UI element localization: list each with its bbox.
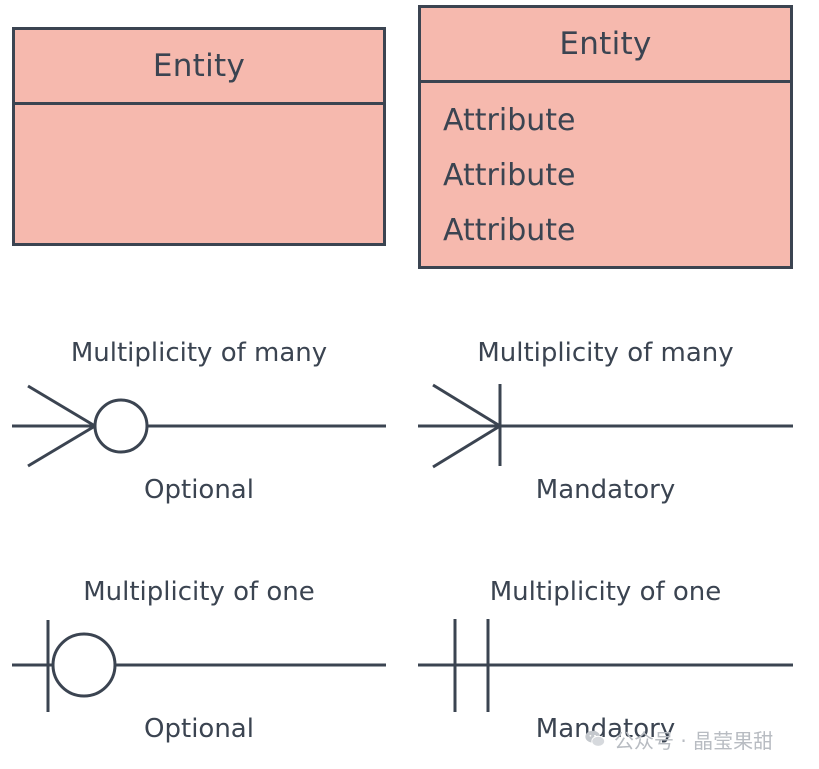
entity-title: Entity bbox=[559, 26, 652, 62]
one-optional-connector bbox=[12, 620, 386, 712]
entity-title: Entity bbox=[152, 48, 246, 84]
one-mandatory-top-label: Multiplicity of one bbox=[489, 577, 722, 607]
many-optional-bottom-label: Optional bbox=[144, 475, 254, 505]
entity-box-with-attributes: Entity Attribute Attribute Attribute bbox=[418, 5, 793, 269]
many-mandatory-connector bbox=[418, 383, 793, 469]
crow-foot-prong bbox=[27, 384, 96, 428]
many-mandatory-bottom-label: Mandatory bbox=[535, 475, 676, 505]
one-optional-bottom-label: Optional bbox=[144, 714, 254, 744]
entity-header: Entity bbox=[15, 30, 383, 105]
many-optional-connector bbox=[12, 384, 386, 468]
one-mandatory-bottom-label: Mandatory bbox=[535, 714, 676, 744]
many-optional-top-label: Multiplicity of many bbox=[70, 338, 328, 368]
entity-attribute: Attribute bbox=[443, 213, 576, 248]
wechat-icon bbox=[585, 730, 606, 747]
crow-foot-prong bbox=[27, 424, 96, 468]
entity-attribute: Attribute bbox=[443, 103, 576, 138]
crow-foot-prong bbox=[432, 383, 501, 428]
crow-foot-prong bbox=[432, 424, 501, 469]
one-mandatory-connector bbox=[418, 619, 793, 712]
one-optional-top-label: Multiplicity of one bbox=[83, 577, 315, 607]
entity-attribute: Attribute bbox=[443, 158, 576, 193]
entity-box-empty: Entity bbox=[12, 27, 386, 246]
optional-circle bbox=[93, 398, 149, 454]
entity-attribute-list: Attribute Attribute Attribute bbox=[421, 83, 790, 258]
many-mandatory-top-label: Multiplicity of many bbox=[477, 338, 734, 368]
entity-header: Entity bbox=[421, 8, 790, 83]
optional-circle bbox=[51, 632, 117, 698]
watermark-text: 公众号 · 晶莹果甜 bbox=[614, 728, 774, 753]
watermark: 公众号 · 晶莹果甜 bbox=[584, 722, 804, 756]
